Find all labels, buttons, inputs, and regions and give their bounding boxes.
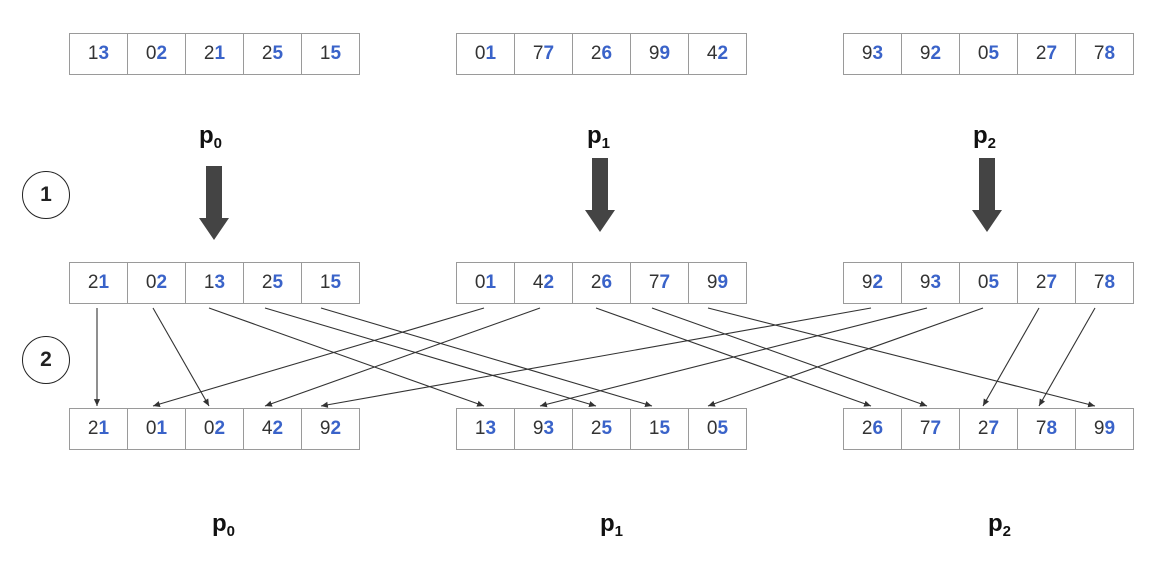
- exchange-arrow: [707, 307, 1096, 408]
- exchange-arrow: [264, 307, 597, 407]
- exchange-arrow: [707, 307, 984, 407]
- exchange-arrow: [264, 307, 541, 407]
- processor-label-bottom-1: p1: [600, 510, 624, 540]
- sort-arrow-icon-p0: [199, 166, 229, 240]
- exchange-arrow: [1038, 307, 1096, 407]
- processor-label-top-0: p0: [199, 122, 223, 152]
- step-1-circle: 1: [22, 171, 70, 219]
- exchange-arrow: [208, 307, 485, 407]
- exchange-arrow: [982, 307, 1040, 407]
- processor-label-bottom-2: p2: [988, 510, 1012, 540]
- exchange-arrow: [539, 307, 928, 408]
- exchange-arrow: [320, 307, 872, 408]
- step-2-circle: 2: [22, 336, 70, 384]
- sort-arrow-icon-p2: [972, 158, 1002, 232]
- step-2-label: 2: [40, 348, 52, 371]
- exchange-arrow: [651, 307, 928, 407]
- exchange-arrow: [152, 307, 485, 407]
- step-1-label: 1: [40, 183, 52, 206]
- processor-label-top-1: p1: [587, 122, 611, 152]
- exchange-arrow: [320, 307, 653, 407]
- sort-arrow-icon-p1: [585, 158, 615, 232]
- exchange-arrow: [152, 307, 210, 407]
- processor-label-bottom-0: p0: [212, 510, 236, 540]
- processor-label-top-2: p2: [973, 122, 997, 152]
